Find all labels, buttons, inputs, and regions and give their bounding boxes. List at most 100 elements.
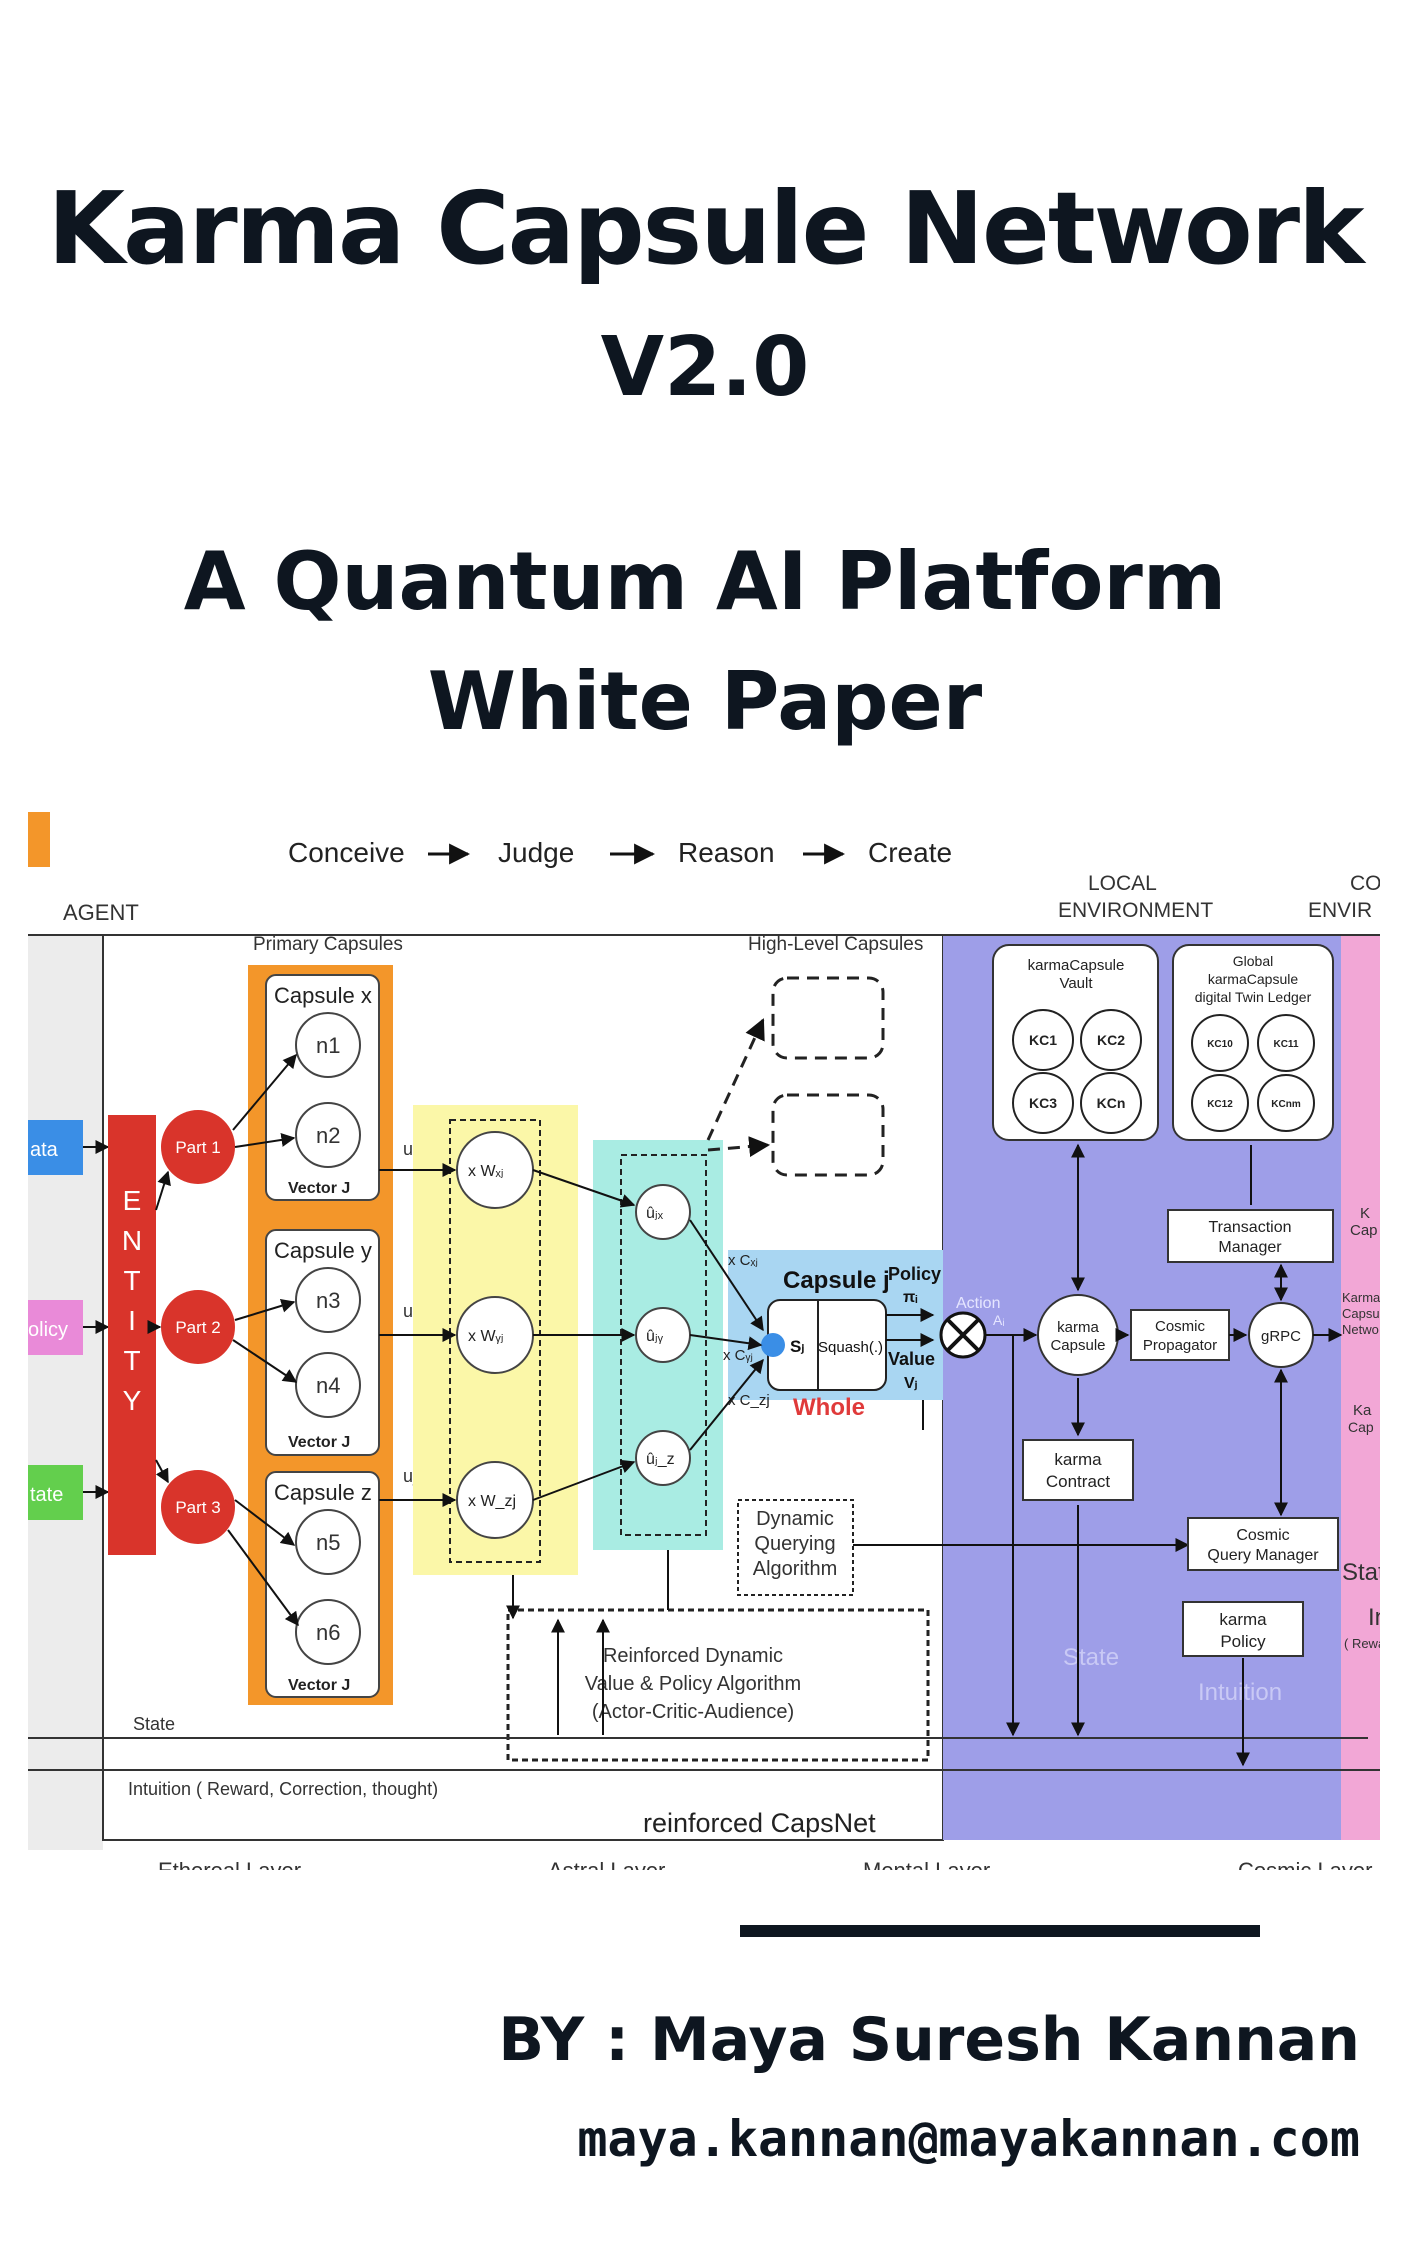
local-env-label-2: ENVIRONMENT xyxy=(1058,899,1213,922)
cosmic-query-manager xyxy=(1187,1517,1339,1571)
kp-line: Policy xyxy=(1220,1632,1266,1651)
value-label: Value xyxy=(888,1349,935,1369)
vault-title-2: Vault xyxy=(1059,975,1093,992)
vector-label: Vector J xyxy=(288,1677,350,1694)
part-node xyxy=(161,1290,235,1364)
cosmic-edge-label: Cap xyxy=(1350,1222,1378,1239)
weight-label: x Wᵧⱼ xyxy=(468,1328,503,1345)
cxj-label: x Cₓⱼ xyxy=(728,1252,758,1269)
kct-line: karma xyxy=(1054,1450,1102,1469)
node-label: n2 xyxy=(316,1123,340,1148)
cosmic-panel xyxy=(1341,935,1380,1840)
cover-title: Karma Capsule Network xyxy=(47,170,1364,287)
action-sub: Aᵢ xyxy=(993,1312,1005,1328)
cqm-line: Query Manager xyxy=(1207,1547,1319,1564)
cosmic-edge-labels: K Cap Karma Capsu Netwo Ka Cap State In … xyxy=(1342,1205,1380,1651)
capsule-y: Capsule y n3 n4 Vector J xyxy=(265,1229,380,1456)
action-label: Action xyxy=(956,1295,1000,1312)
cosmic-edge-label: Ka xyxy=(1353,1402,1372,1419)
vault-nodes: KC1 KC2 KC3 KCn xyxy=(1012,1009,1142,1134)
input-data xyxy=(28,1120,83,1175)
ledger-title-2: karmaCapsule xyxy=(1208,971,1298,987)
dq-line: Dynamic xyxy=(756,1508,834,1530)
cp-line: Cosmic xyxy=(1155,1318,1206,1335)
tm-line: Transaction xyxy=(1209,1219,1292,1236)
cosmic-edge-label: Netwo xyxy=(1342,1322,1379,1337)
ledger-node-label: KC12 xyxy=(1207,1099,1233,1110)
kc-line: karma xyxy=(1057,1319,1099,1336)
vault-title: karmaCapsule xyxy=(1028,957,1125,974)
entity-letter: E xyxy=(123,1185,142,1216)
entity-block xyxy=(108,1115,156,1555)
input-policy-label: olicy xyxy=(28,1319,68,1341)
cosmic-env-label: CO xyxy=(1350,872,1380,895)
dynamic-querying-label: Dynamic Querying Algorithm xyxy=(753,1508,837,1580)
karma-policy xyxy=(1182,1601,1304,1657)
cyj-label: x Cᵧⱼ xyxy=(723,1347,753,1364)
cosmic-edge-label: Karma xyxy=(1342,1290,1380,1305)
cover-version: V2.0 xyxy=(600,320,810,415)
cover-subtitle: A Quantum AI Platform xyxy=(183,535,1227,628)
capsule-name: Capsule y xyxy=(274,1238,372,1263)
cosmic-edge-label: ( Rewa xyxy=(1344,1636,1380,1651)
cosmic-env-label-2: ENVIR xyxy=(1308,899,1372,922)
ra-line: (Actor-Critic-Audience) xyxy=(592,1701,794,1723)
reinforced-algorithm-label: Reinforced Dynamic Value & Policy Algori… xyxy=(585,1645,801,1723)
local-state-label: State xyxy=(1063,1644,1119,1671)
czj-label: x C_zj xyxy=(728,1392,770,1409)
policy-label: Policy xyxy=(888,1264,941,1284)
node-label: n4 xyxy=(316,1373,340,1398)
capsule-x: Capsule x n1 n2 Vector J xyxy=(265,974,380,1201)
vault-node-label: KC2 xyxy=(1097,1032,1125,1048)
cover-subtitle-2: White Paper xyxy=(427,655,983,748)
layer-label: Ethereal Layer xyxy=(158,1858,301,1870)
tm-line: Manager xyxy=(1218,1239,1282,1256)
part-label: Part 2 xyxy=(175,1318,220,1337)
part-label: Part 1 xyxy=(175,1138,220,1157)
dq-line: Querying xyxy=(754,1533,835,1555)
orange-tab xyxy=(28,812,50,867)
ledger-node-label: KC10 xyxy=(1207,1039,1233,1050)
cp-line: Propagator xyxy=(1143,1337,1217,1354)
part-label: Part 3 xyxy=(175,1498,220,1517)
cosmic-edge-label: Cap xyxy=(1348,1419,1374,1435)
kc-line: Capsule xyxy=(1050,1337,1105,1354)
author-byline: BY : Maya Suresh Kannan xyxy=(498,2005,1360,2075)
weight-nodes: x Wₓⱼ x Wᵧⱼ x W_zj xyxy=(456,1131,534,1539)
input-policy xyxy=(28,1300,83,1355)
kct-line: Contract xyxy=(1046,1472,1111,1491)
layer-labels: Ethereal Layer Astral Layer Mental Layer… xyxy=(158,1858,1372,1870)
local-intuition-label: Intuition xyxy=(1198,1679,1282,1706)
parts: Part 1 Part 2 Part 3 xyxy=(161,1110,235,1544)
uhat-label: ûⱼ_z xyxy=(646,1451,675,1468)
intuition-line-label: Intuition ( Reward, Correction, thought) xyxy=(128,1779,438,1799)
cosmic-edge-label: Capsu xyxy=(1342,1306,1380,1321)
layer-label: Cosmic Layer xyxy=(1238,1858,1372,1870)
layer-label: Astral Layer xyxy=(548,1858,665,1870)
flow-step: Reason xyxy=(678,837,775,868)
vector-label: Vector J xyxy=(288,1434,350,1451)
transaction-manager xyxy=(1167,1209,1334,1263)
part-node xyxy=(161,1110,235,1184)
uhat-nodes: ûⱼₓ ûⱼᵧ ûⱼ_z xyxy=(635,1184,691,1486)
entity-letter: T xyxy=(123,1265,140,1296)
ra-line: Value & Policy Algorithm xyxy=(585,1673,801,1695)
ledger-title-3: digital Twin Ledger xyxy=(1195,989,1312,1005)
node-label: n1 xyxy=(316,1033,340,1058)
cosmic-edge-label: K xyxy=(1360,1205,1370,1222)
sj-label: Sⱼ xyxy=(790,1337,804,1356)
entity-letters: E N T I T Y xyxy=(122,1185,142,1416)
layer-label: Mental Layer xyxy=(863,1858,990,1870)
author-email[interactable]: maya.kannan@mayakannan.com xyxy=(577,2110,1360,2168)
vault-node-label: KC3 xyxy=(1029,1095,1057,1111)
vault-node-label: KCn xyxy=(1097,1095,1126,1111)
input-state xyxy=(28,1465,83,1520)
node-label: n3 xyxy=(316,1288,340,1313)
capsule-name: Capsule z xyxy=(274,1480,372,1505)
part-node xyxy=(161,1470,235,1544)
node-label: n5 xyxy=(316,1530,340,1555)
pi-label: πᵢ xyxy=(903,1289,918,1306)
node-label: n6 xyxy=(316,1620,340,1645)
architecture-diagram: Conceive Judge Reason Create AGENT LOCAL… xyxy=(28,812,1380,1870)
cosmic-propagator xyxy=(1130,1309,1230,1361)
